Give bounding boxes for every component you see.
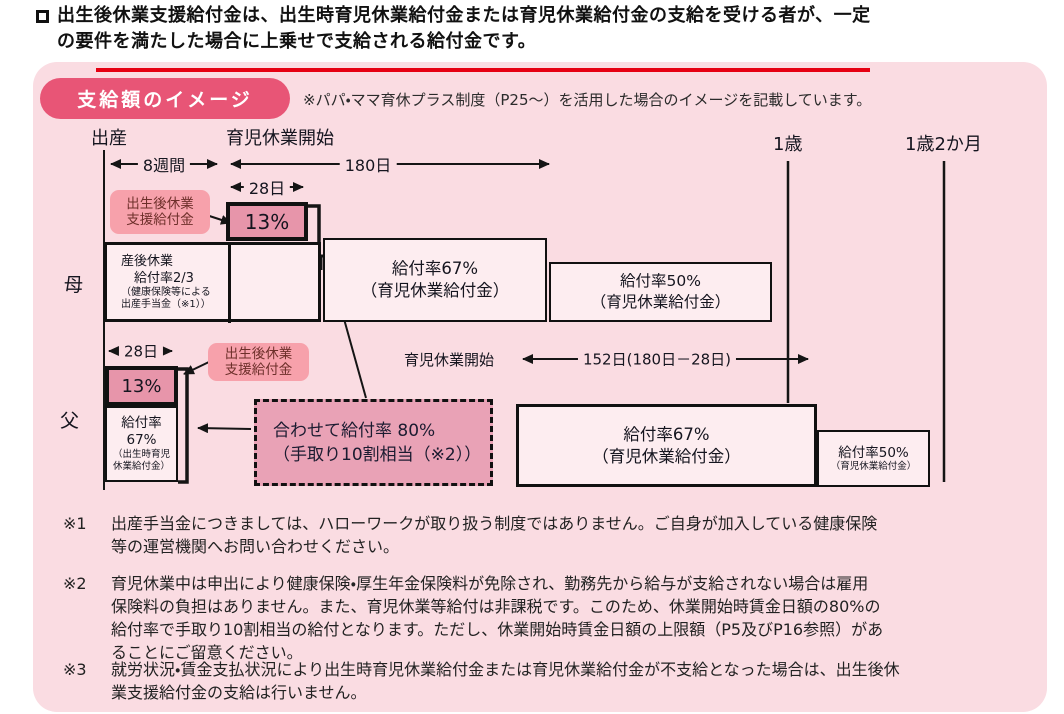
label-leave-start: 育児休業開始 <box>226 128 334 149</box>
label-180days: 180日 <box>339 152 397 176</box>
father-row-label: 父 <box>60 410 80 432</box>
mother-50pct-box: 給付率50% （育児休業給付金） <box>549 262 772 322</box>
section-badge: 支給額のイメージ <box>40 78 290 119</box>
square-bullet-icon <box>36 10 49 23</box>
heading-line-2: の要件を満たした場合に上乗せで支給される給付金です。 <box>57 31 537 52</box>
footnote-2-line1: 育児休業中は申出により健康保険・厚生年金保険料が免除され、勤務先から給与が支給さ… <box>111 574 869 593</box>
mother-box-divider <box>228 243 231 323</box>
mother-67-line1: 給付率67% <box>391 259 479 278</box>
mother-row-label: 母 <box>64 274 84 296</box>
footnote-1-marker: ※1 <box>63 514 87 533</box>
postpartum-line2: 給付率2/3 <box>121 270 194 286</box>
mother-support-line1: 出生後休業 <box>126 196 194 212</box>
footnote-1: ※1 出産手当金につきましては、ハローワークが取り扱う制度ではありません。ご自身… <box>63 512 1048 558</box>
combined-line2: （手取り10割相当（※2）） <box>273 444 482 465</box>
footnote-3-marker: ※3 <box>63 660 87 679</box>
footnote-2: ※2 育児休業中は申出により健康保険・厚生年金保険料が免除され、勤務先から給与が… <box>63 572 1048 664</box>
father-50pct-box: 給付率50% （育児休業給付金） <box>817 430 930 487</box>
footnote-2-line3: 給付率で手取り10割相当の給付となります。ただし、休業開始時賃金日額の上限額（P… <box>111 620 884 639</box>
label-birth: 出産 <box>91 128 127 149</box>
mother-50-line1: 給付率50% <box>620 272 701 290</box>
father-50-line2: （育児休業給付金） <box>830 460 917 472</box>
label-28days-father: 28日 <box>118 340 164 362</box>
footnote-3-line1: 就労状況・賃金支払状況により出生時育児休業給付金または育児休業給付金が不支給とな… <box>111 660 900 679</box>
papa-mama-plus-note: ※パパ・ママ育休プラス制度（P25～）を活用した場合のイメージを記載しています。 <box>303 91 872 109</box>
father-67s-line1: 給付率 <box>121 415 162 431</box>
father-support-benefit-label: 出生後休業 支援給付金 <box>208 343 309 381</box>
father-67pct-box: 給付率67% （育児休業給付金） <box>516 404 817 487</box>
father-67-line1: 給付率67% <box>623 424 710 444</box>
footnote-3: ※3 就労状況・賃金支払状況により出生時育児休業給付金または育児休業給付金が不支… <box>63 658 1048 704</box>
father-50-line1: 給付率50% <box>838 444 909 461</box>
mother-postpartum-box: 産後休業 給付率2/3 （健康保険等による 出産手当金（※1）） <box>104 242 321 323</box>
mother-support-line2: 支援給付金 <box>126 212 194 228</box>
mother-support-benefit-label: 出生後休業 支援給付金 <box>110 190 210 234</box>
label-leave-start-father: 育児休業開始 <box>404 351 495 369</box>
father-13pct-box: 13% <box>105 366 178 406</box>
footnote-1-line1: 出産手当金につきましては、ハローワークが取り扱う制度ではありません。ご自身が加入… <box>111 514 878 533</box>
label-age-1y2m: 1歳2か月 <box>905 134 982 155</box>
father-67pct-small-box: 給付率 67% （出生時育児 休業給付金） <box>105 406 178 482</box>
mother-67-line2: （育児休業給付金） <box>360 281 510 300</box>
postpartum-line4: 出産手当金（※1）） <box>121 299 211 310</box>
footnote-2-line2: 保険料の負担はありません。また、育児休業等給付は非課税です。このため、休業開始時… <box>111 597 881 616</box>
postpartum-line1: 産後休業 <box>121 253 174 269</box>
father-67s-line2: 67% <box>126 432 157 448</box>
label-age-1: 1歳 <box>773 134 803 155</box>
footnote-3-line2: 業支援給付金の支給は行いません。 <box>111 683 367 702</box>
red-divider-line <box>96 68 870 72</box>
footnote-1-line2: 等の運営機関へお問い合わせください。 <box>111 537 400 556</box>
combined-line1: 合わせて給付率 80% <box>273 420 436 441</box>
footnote-2-marker: ※2 <box>63 574 87 593</box>
footnote-2-line4: ることにご留意ください。 <box>111 643 303 662</box>
label-28days-mother: 28日 <box>243 175 291 199</box>
father-support-line2: 支援給付金 <box>224 362 293 378</box>
label-8weeks: 8週間 <box>137 152 191 176</box>
mother-67pct-box: 給付率67% （育児休業給付金） <box>323 238 547 322</box>
label-152days: 152日(180日－28日) <box>577 348 737 370</box>
mother-50-line2: （育児休業給付金） <box>590 293 731 311</box>
page-heading: 出生後休業支援給付金は、出生時育児休業給付金または育児休業給付金の支給を受ける者… <box>57 3 1047 55</box>
father-support-line1: 出生後休業 <box>224 346 293 362</box>
postpartum-line3: （健康保険等による <box>121 286 211 298</box>
combined-rate-callout: 合わせて給付率 80% （手取り10割相当（※2）） <box>254 399 493 486</box>
father-67s-line3: （出生時育児 <box>112 449 170 460</box>
benefit-diagram-panel <box>33 62 1047 712</box>
mother-13pct-box: 13% <box>226 202 308 241</box>
father-67-line2: （育児休業給付金） <box>592 446 741 466</box>
father-67s-line4: 休業給付金） <box>112 461 170 472</box>
heading-line-1: 出生後休業支援給付金は、出生時育児休業給付金または育児休業給付金の支給を受ける者… <box>57 5 871 26</box>
